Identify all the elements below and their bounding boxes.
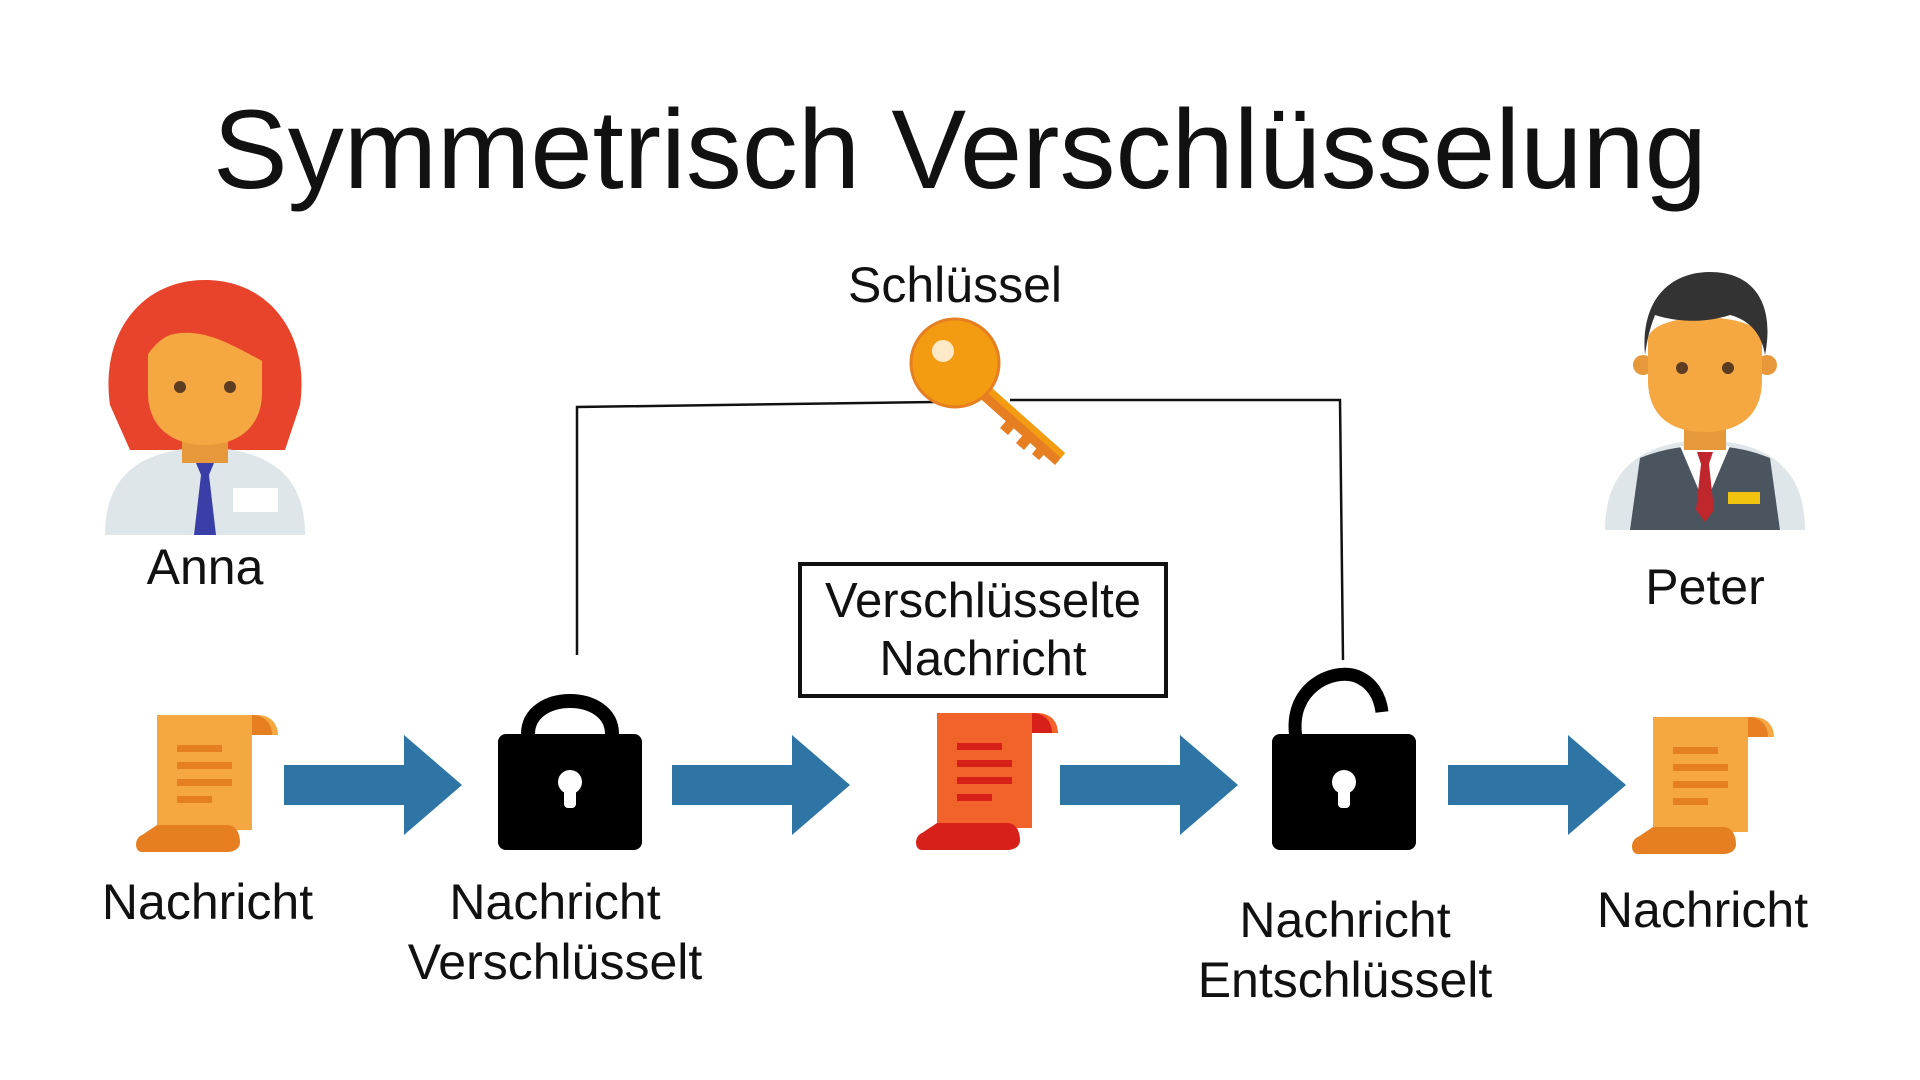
scroll-icon [136,715,278,852]
scroll-icon [1632,717,1774,854]
arrow-icon [284,735,462,835]
step-label-encrypted-line2: Verschlüsselt [407,934,703,990]
key-label: Schlüssel [848,257,1062,313]
arrow-icon [1060,735,1238,835]
encrypted-box-line2: Nachricht [879,632,1087,686]
scroll-icon [916,713,1058,850]
step-label-plain: Nachricht [101,874,314,930]
man-avatar-icon [1605,272,1805,530]
step-label-encrypted-line1: Nachricht [449,874,661,930]
step-label-decrypted-line2: Entschlüsselt [1197,952,1493,1008]
step-label-decrypted: Nachricht Entschlüsselt [1180,890,1510,1010]
sender-name: Anna [146,539,264,595]
key-icon [909,317,1065,465]
encrypted-message-box: Verschlüsselte Nachricht [798,562,1168,698]
arrow-icon [1448,735,1626,835]
encrypted-box-line1: Verschlüsselte [825,574,1141,628]
lock-open-icon [1272,667,1416,850]
step-label-encrypted: Nachricht Verschlüsselt [395,872,715,992]
step-label-decrypted-line1: Nachricht [1239,892,1451,948]
step-label-received: Nachricht [1596,882,1809,938]
woman-avatar-icon [105,280,305,535]
diagram-title: Symmetrisch Verschlüsselung [213,87,1707,212]
arrow-icon [672,735,850,835]
lock-closed-icon [498,694,642,850]
receiver-name: Peter [1645,559,1765,615]
